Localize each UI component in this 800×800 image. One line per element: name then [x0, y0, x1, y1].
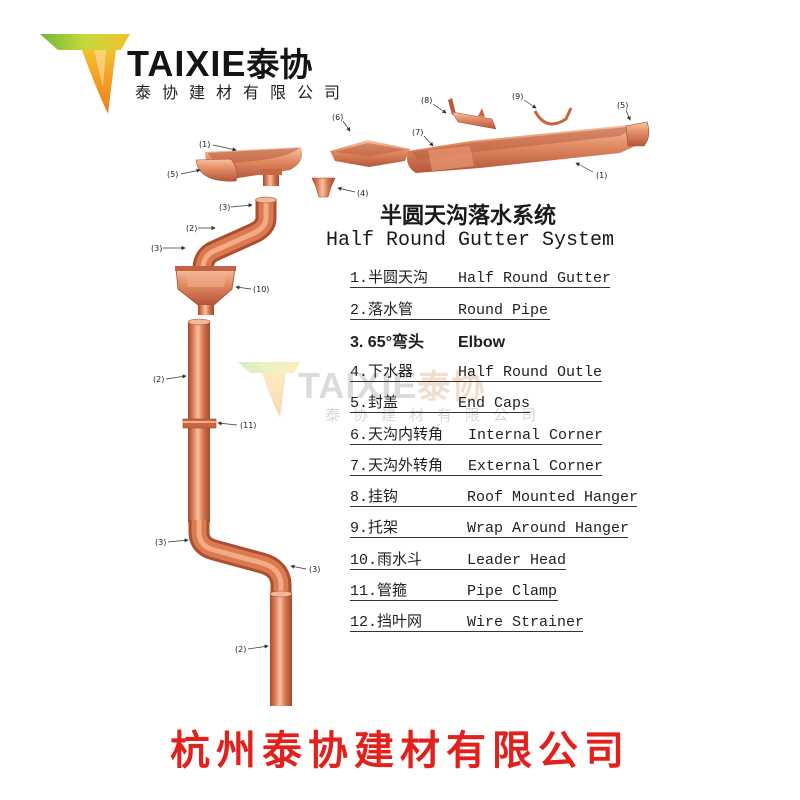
footer-company-name: 杭州泰协建材有限公司: [170, 728, 630, 774]
watermark-name-latin: TAIXIE: [298, 365, 418, 406]
part-item: 7.天沟外转角 External Corner: [350, 455, 604, 476]
callout-label: (3): [219, 203, 230, 212]
callout-label: (5): [617, 101, 628, 110]
callout-label: (3): [155, 538, 166, 547]
lower-downpipe: [269, 590, 293, 706]
brand-name-cn: 泰协: [246, 45, 313, 84]
callout-label: (11): [240, 421, 256, 430]
callout-label: (8): [421, 96, 432, 105]
part-number: 12.: [350, 614, 378, 631]
part-item: 4.下水器 Half Round Outle: [350, 361, 602, 382]
external-corner: [428, 146, 474, 171]
internal-corner: [330, 140, 410, 167]
top-elbow-pipe: [192, 200, 277, 273]
watermark-name: TAIXIE泰协: [298, 360, 485, 408]
part-name-en: Elbow: [458, 334, 506, 351]
callout-label: (10): [253, 285, 269, 294]
part-number: 10.: [350, 552, 378, 569]
gutter-outlet-drop: [260, 169, 282, 186]
part-number: 9.: [350, 520, 369, 537]
title-en: Half Round Gutter System: [325, 229, 615, 252]
part-number: 11.: [350, 583, 378, 600]
part-name-en: Internal Corner: [468, 427, 604, 444]
part-item: 9.托架 Wrap Around Hanger: [350, 517, 630, 538]
part-name-cn: 65°弯头: [367, 334, 424, 351]
part-item: 3. 65°弯头 Elbow: [350, 333, 550, 353]
watermark-name-cn: 泰协: [417, 367, 486, 406]
callout-label: (2): [235, 645, 246, 654]
callout-label: (7): [412, 128, 423, 137]
part-name-en: Half Round Outle: [458, 364, 603, 381]
part-name-en: Pipe Clamp: [467, 583, 558, 600]
callouts: [163, 99, 631, 650]
part-name-en: Half Round Gutter: [458, 270, 612, 287]
brand-name: TAIXIE泰协: [127, 38, 312, 86]
part-name-en: Wire Strainer: [467, 614, 585, 631]
part-name-cn: 封盖: [368, 395, 399, 412]
part-name-en: Wrap Around Hanger: [467, 520, 630, 537]
part-name-en: Roof Mounted Hanger: [467, 489, 639, 506]
wrap-around-hanger: [533, 107, 573, 126]
end-cap-right: [625, 121, 650, 147]
part-number: 7.: [350, 458, 369, 475]
part-number: 1.: [350, 270, 369, 287]
part-item: 8.挂钩 Roof Mounted Hanger: [350, 486, 639, 507]
leader-head: [175, 266, 236, 315]
part-number: 5.: [350, 395, 369, 412]
part-number: 4.: [350, 364, 369, 381]
callout-label: (1): [596, 171, 607, 180]
part-item: 5.封盖 End Caps: [350, 392, 530, 413]
callout-label: (1): [199, 140, 210, 149]
part-name-cn: 落水管: [368, 302, 414, 319]
callout-label: (4): [357, 189, 368, 198]
part-item: 6.天沟内转角 Internal Corner: [350, 424, 604, 445]
part-name-cn: 天沟外转角: [368, 458, 444, 475]
part-name-cn: 管箍: [377, 583, 408, 600]
part-number: 2.: [350, 302, 369, 319]
part-name-cn: 下水器: [368, 364, 414, 381]
taixie-logo-icon: [40, 34, 130, 114]
end-cap-left: [195, 158, 238, 182]
part-item: 2.落水管 Round Pipe: [350, 299, 550, 320]
part-item: 11.管箍 Pipe Clamp: [350, 580, 558, 601]
part-name-cn: 挡叶网: [377, 614, 423, 631]
part-item: 10.雨水斗 Leader Head: [350, 549, 566, 570]
roof-mounted-hanger: [448, 98, 497, 130]
callout-label: (6): [332, 113, 343, 122]
part-name-cn: 天沟内转角: [368, 427, 444, 444]
part-name-en: Round Pipe: [458, 302, 549, 319]
watermark-company: 泰协建材有限公司: [325, 406, 550, 424]
part-name-en: End Caps: [458, 395, 531, 412]
taixie-watermark-icon: [238, 362, 300, 418]
callout-label: (9): [512, 92, 523, 101]
part-name-cn: 托架: [368, 520, 399, 537]
bottom-elbow-pipe: [188, 520, 292, 594]
part-name-cn: 半圆天沟: [368, 270, 429, 287]
pipe-clamp: [182, 418, 217, 429]
part-name-en: External Corner: [468, 458, 604, 475]
title-cn: 半圆天沟落水系统: [379, 204, 556, 229]
part-name-cn: 挂钩: [368, 489, 399, 506]
callout-label: (2): [186, 224, 197, 233]
callout-label: (3): [151, 244, 162, 253]
part-item: 1.半圆天沟 Half Round Gutter: [350, 267, 612, 288]
part-number: 3.: [350, 334, 368, 351]
callout-label: (2): [153, 375, 164, 384]
part-number: 6.: [350, 427, 369, 444]
part-name-en: Leader Head: [467, 552, 567, 569]
callout-label: (5): [167, 170, 178, 179]
callout-label: (3): [309, 565, 320, 574]
part-item: 12.挡叶网 Wire Strainer: [350, 611, 585, 632]
brand-company: 泰协建材有限公司: [135, 83, 352, 102]
pipe-top-end: [255, 196, 277, 204]
brand-name-latin: TAIXIE: [127, 43, 247, 84]
gutter-right-section: [407, 124, 648, 173]
part-name-cn: 雨水斗: [377, 552, 423, 569]
half-round-outlet: [311, 177, 336, 198]
part-number: 8.: [350, 489, 369, 506]
